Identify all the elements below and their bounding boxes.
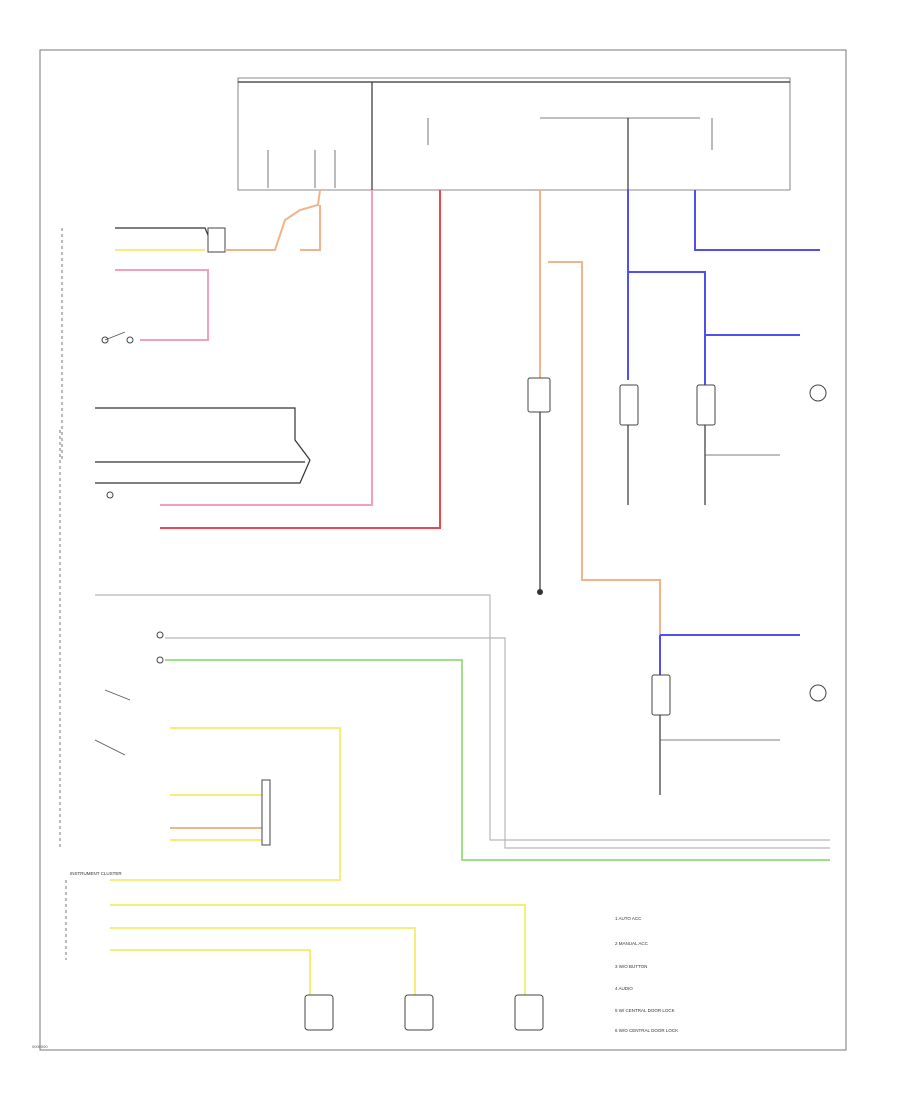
component-lamp-3 [514,994,544,1031]
wire-orange-fuse [225,189,321,251]
wire-grey-2 [165,637,830,849]
footer-code: 0000000 [32,1044,48,1049]
wire-green [165,659,830,861]
component-center-switch [527,377,551,413]
wire-pink-main [160,190,373,506]
wire-blue-right-2 [694,190,820,251]
legend-item-5: 5 W/ CENTRAL DOOR LOCK [615,1008,675,1013]
component-rear-switch [651,674,671,716]
component-lamp-1 [304,994,334,1031]
legend-item-6: 6 W/O CENTRAL DOOR LOCK [615,1028,678,1033]
wire-yellow-left-drop [110,727,341,881]
wire-yellow-ic-1 [110,904,526,1000]
wire-grey-long [95,594,830,841]
fuse-box-outline [237,77,791,191]
wire-blue-right-3 [628,271,800,336]
component-door-switch-right [696,384,716,426]
wire-black-sw-1 [95,407,311,461]
connector-mid-upper [207,227,226,253]
legend-item-3: 3 W/O BUTTON [615,964,647,969]
wire-orange-drop [300,205,321,251]
diagram-frame [39,49,847,1051]
connector-lower [261,779,271,846]
legend: 1 AUTO ACC 2 MANUAL ACC 3 W/O BUTTON 4 A… [615,916,678,1033]
component-lamp-2 [404,994,434,1031]
wire-black-sw-3 [95,459,311,484]
legend-item-4: 4 AUDIO [615,986,633,991]
ground-center [537,589,543,595]
option-marker-upper [809,384,827,402]
wire-pink-loop [115,269,209,341]
instrument-cluster-label: INSTRUMENT CLUSTER [70,871,122,876]
legend-item-2: 2 MANUAL ACC [615,941,649,946]
option-marker-lower [809,684,827,702]
wire-black-upper-1 [115,227,211,241]
wire-yellow-ic-3 [110,949,311,1000]
component-door-switch-left [619,384,639,426]
wire-red-main [160,190,441,529]
legend-item-1: 1 AUTO ACC [615,916,642,921]
wire-orange-long [548,261,661,635]
wire-yellow-ic-2 [110,927,416,1000]
switch-symbol-group [94,331,164,756]
